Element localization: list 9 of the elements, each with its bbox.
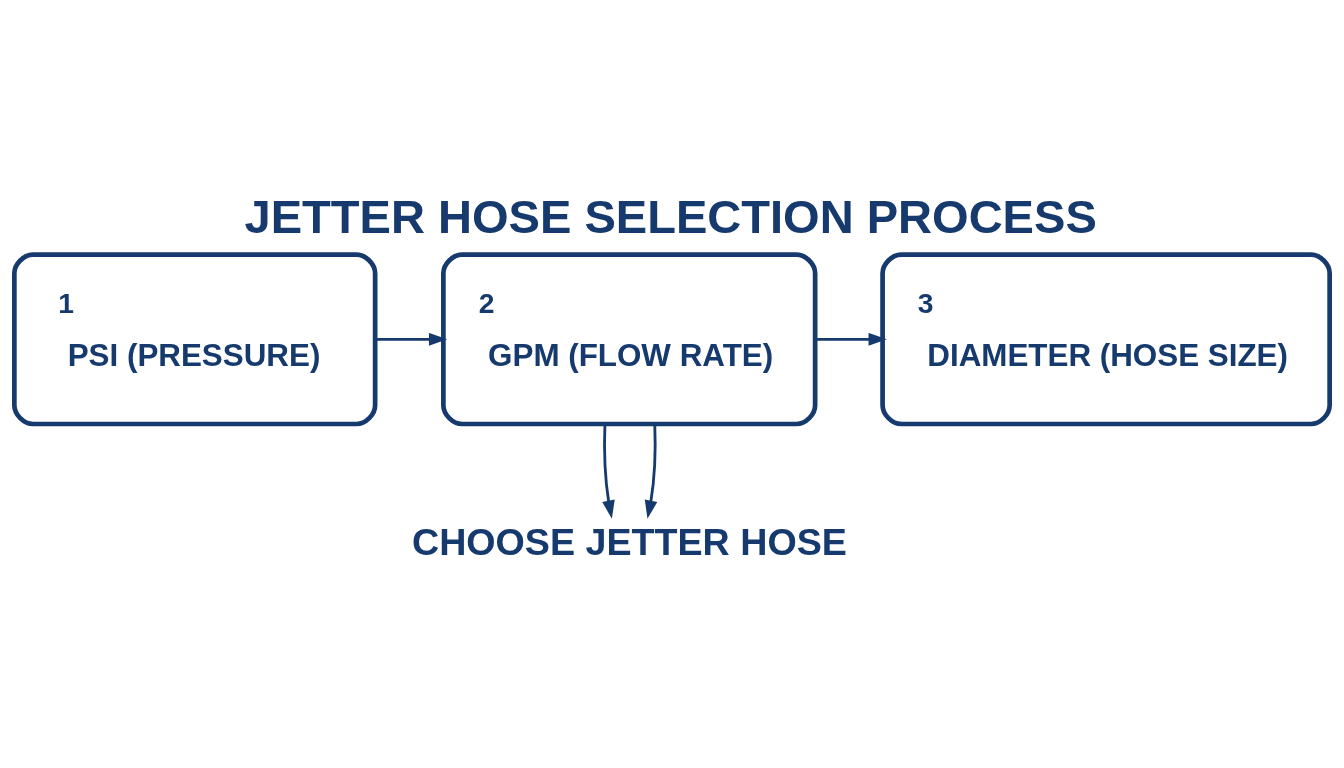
- node-box: 2 GPM (FLOW RATE): [441, 252, 818, 427]
- arrow: [644, 424, 658, 519]
- node-box: 3 DIAMETER (HOSE SIZE): [880, 252, 1332, 427]
- arrow: [375, 332, 448, 346]
- arrow: [815, 332, 887, 346]
- diagram-title: JETTER HOSE SELECTION PROCESS: [244, 189, 1097, 243]
- arrow: [602, 424, 615, 519]
- node-box: 1 PSI (PRESSURE): [12, 252, 378, 427]
- node-text: CHOOSE JETTER HOSE: [412, 520, 847, 563]
